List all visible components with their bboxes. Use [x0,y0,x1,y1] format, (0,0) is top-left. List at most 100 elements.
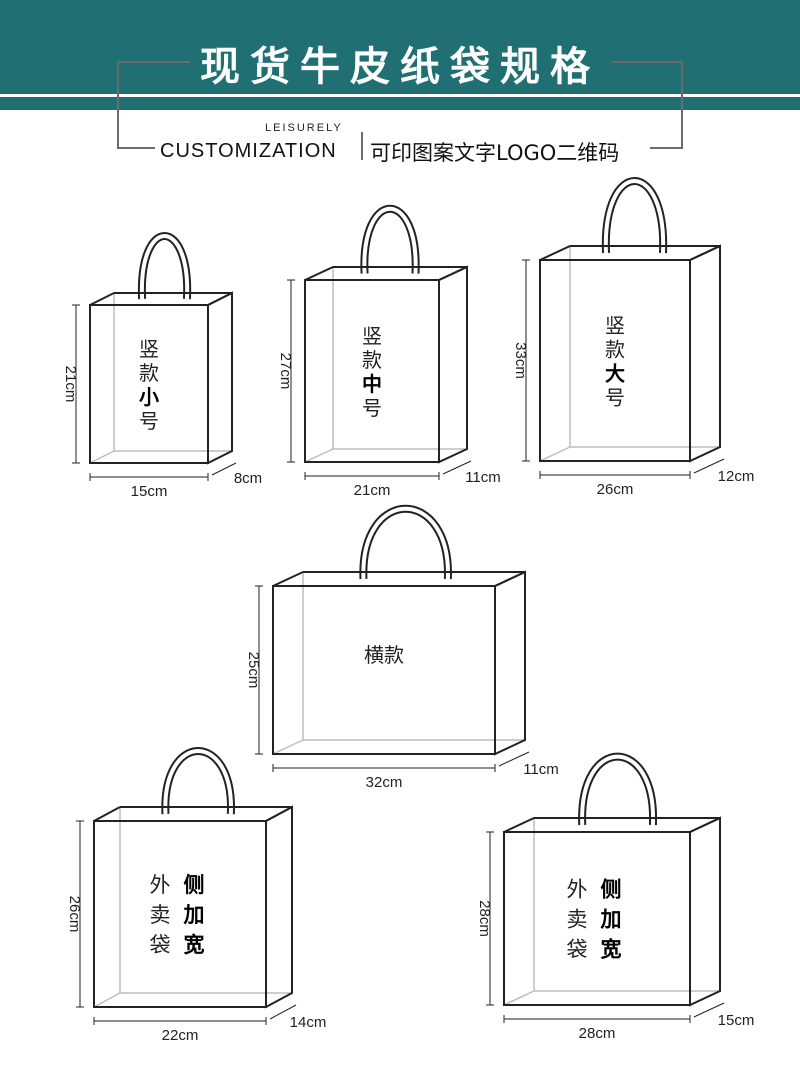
bag-label-right-char: 宽 [184,933,205,957]
bag-label-char: 款 [139,362,159,385]
bag-label-right-char: 加 [183,904,205,927]
depth-label: 8cm [234,470,262,487]
depth-dimension-line [442,460,472,475]
bag-label-char: 竖 [605,315,625,338]
bag-back-panel [113,292,233,452]
bag-inner-edge [89,450,115,464]
depth-label: 12cm [718,468,755,485]
bag-handle-inner [163,749,233,815]
bag-horizontal: 25cm 32cm 11cm 横款 [245,505,559,791]
bag-label-left-char: 卖 [567,909,588,932]
bag-label-left-char: 外 [567,879,588,902]
height-label: 28cm [476,900,493,937]
bag-takeout-1: 26cm 22cm 14cm 外卖袋 侧加宽 [66,747,327,1044]
depth-label: 11cm [465,469,501,486]
header-frame [117,61,683,160]
bag-label-char: 号 [605,388,625,410]
bag-label-char: 小 [139,386,159,409]
bag-handle [360,204,420,274]
bag-label-char: 竖 [362,325,382,348]
banner-stripe [0,98,800,110]
width-label: 28cm [579,1025,616,1042]
bag-label-char: 中 [362,372,382,396]
bag-front-panel [93,820,267,1008]
bag-label-char: 大 [605,363,625,386]
bag-side-panel [438,265,468,464]
bag-side-panel [689,816,721,1007]
width-label: 26cm [597,481,634,498]
height-label: 21cm [62,366,79,403]
header-banner [0,0,800,98]
bag-label-left-char: 袋 [567,939,588,962]
width-label: 15cm [131,483,168,500]
depth-dimension-line [498,751,530,767]
bag-back-panel [533,817,721,992]
bag-handle [138,232,192,300]
page-title: 现货牛皮纸袋规格 [200,44,600,90]
width-label: 32cm [366,774,403,791]
bag-handle [601,177,668,254]
height-label: 26cm [66,896,83,933]
bag-label-char: 款 [362,349,382,372]
bag-inner-edge [539,446,571,462]
bag-front-panel [503,831,691,1006]
bag-handle [578,752,657,826]
bag-front-panel [539,259,691,462]
height-label: 33cm [512,342,529,379]
subtitle-chinese: 可印图案文字LOGO二维码 [370,141,620,165]
bag-back-panel [332,266,468,450]
bag-side-panel [494,570,526,756]
bag-top-left-edge [93,806,121,822]
bag-top-left-edge [89,292,115,306]
bag-side-panel [207,291,233,465]
subtitle-english: CUSTOMIZATION [160,140,337,162]
width-label: 22cm [162,1027,199,1044]
bag-side-panel [689,244,721,463]
bag-label-char: 竖 [139,338,159,361]
bag-front-panel [272,585,496,755]
bag-label-left-char: 袋 [150,934,171,957]
bag-label-right-char: 宽 [601,938,622,962]
bag-label-char: 号 [362,398,382,420]
subtitle-small: LEISURELY [265,122,343,134]
bag-inner-edge [503,990,535,1006]
bag-handle-inner [361,507,450,580]
bag-label-char: 款 [605,339,625,362]
width-label: 21cm [354,482,391,499]
bag-inner-edge [304,448,334,463]
bag-front-panel [89,304,209,464]
bag-label-left-char: 卖 [150,904,171,927]
bag-label-right-char: 侧 [601,878,622,902]
bag-label-right-char: 侧 [184,873,205,897]
bag-top-left-edge [304,266,334,281]
depth-label: 11cm [523,761,559,778]
bag-label-right-char: 加 [600,909,622,932]
bag-handle-inner [580,754,655,826]
depth-dimension-line [269,1004,297,1020]
bag-back-panel [569,245,721,448]
depth-dimension-line [693,458,725,474]
height-label: 25cm [245,652,262,689]
bag-top-left-edge [272,571,304,587]
bag-handle-inner [603,179,666,254]
depth-dimension-line [211,462,237,476]
bag-label: 横款 [364,644,404,667]
bag-back-panel [302,571,526,741]
bag-handle-inner [362,206,418,274]
bag-side-panel [265,805,293,1009]
height-label: 27cm [277,353,294,390]
depth-label: 15cm [718,1012,755,1029]
bag-handle-inner [140,234,190,300]
bag-inner-edge [93,992,121,1008]
bag-top-left-edge [539,245,571,261]
bag-handle [161,747,235,815]
banner-divider [0,94,800,97]
bag-label-char: 号 [139,411,159,433]
depth-label: 14cm [290,1014,327,1031]
bag-label-left-char: 外 [150,874,171,897]
bag-takeout-2: 28cm 28cm 15cm 外卖袋 侧加宽 [476,752,755,1042]
